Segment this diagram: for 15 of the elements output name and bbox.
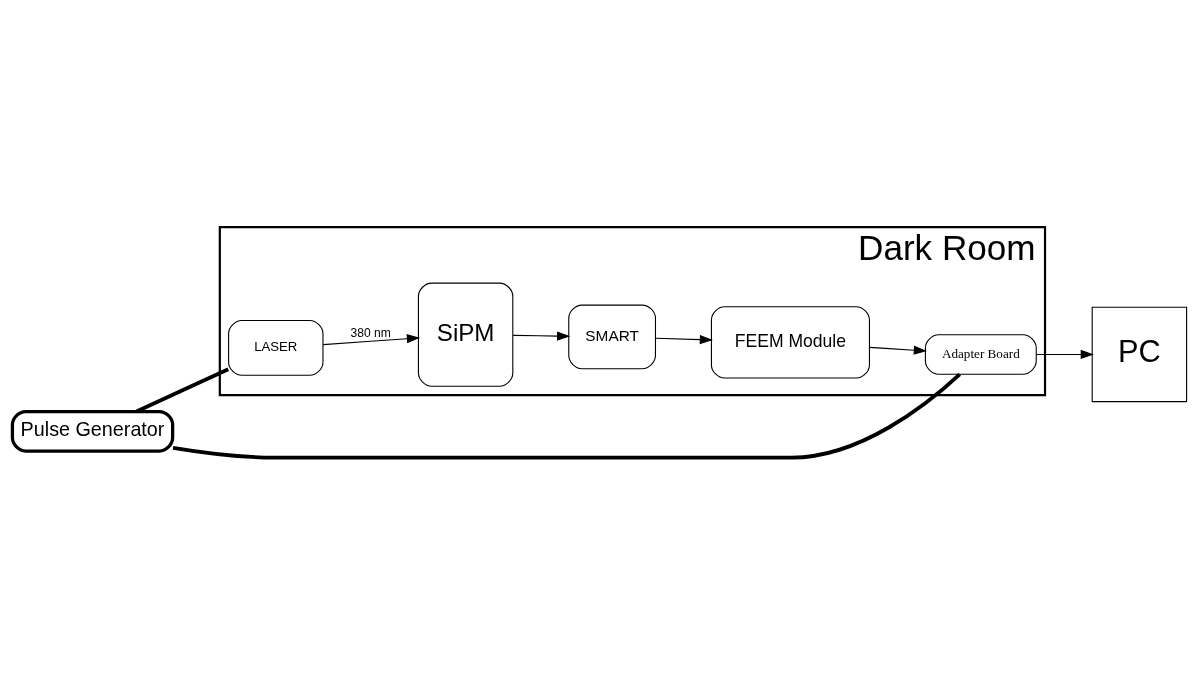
node-box: LASER	[228, 319, 324, 376]
node-box: PC	[1091, 306, 1188, 403]
connector	[172, 372, 961, 460]
node-box: Adapter Board	[924, 334, 1037, 375]
edge-label: 380 nm	[350, 325, 391, 340]
node-box: SiPM	[417, 282, 514, 387]
connector	[135, 367, 230, 414]
node-box: FEEM Module	[710, 306, 870, 379]
node-box: Pulse Generator	[10, 409, 175, 453]
arrow	[655, 334, 713, 345]
arrow	[1036, 349, 1094, 360]
node-box: SMART	[568, 304, 656, 370]
arrow	[869, 345, 927, 355]
arrow	[322, 334, 420, 346]
arrow	[512, 331, 571, 341]
